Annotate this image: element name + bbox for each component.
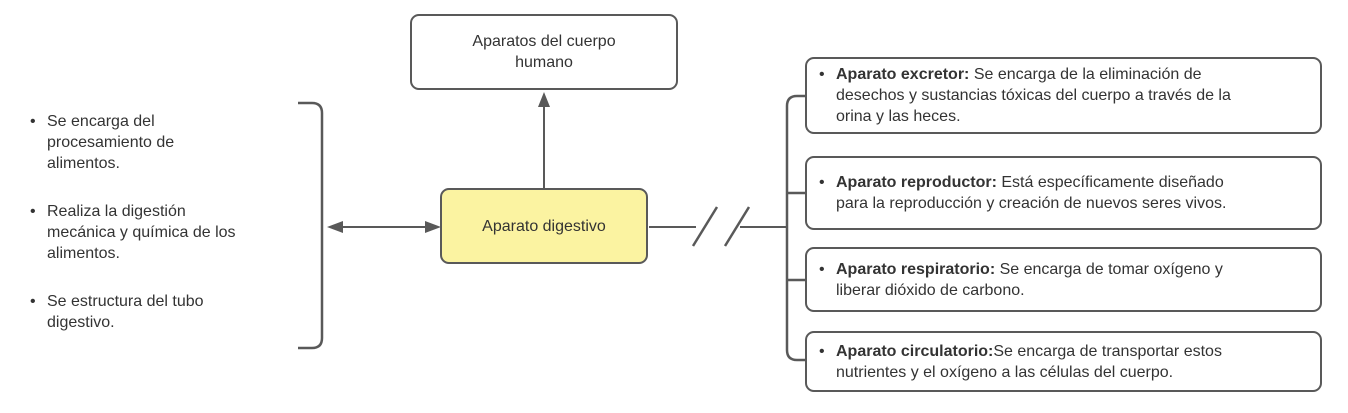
system-node-text: Aparato respiratorio: Se encarga de toma…: [836, 259, 1308, 301]
arrow-to-root: [538, 92, 550, 188]
system-node-title: Aparato excretor:: [836, 66, 970, 83]
note-text: Realiza la digestión mecánica y química …: [47, 203, 236, 262]
digestive-node-label: Aparato digestivo: [482, 217, 606, 235]
system-node-description: Se encarga de la eliminación de desechos…: [836, 66, 1231, 125]
system-node-excretor[interactable]: • Aparato excretor: Se encarga de la eli…: [805, 57, 1322, 134]
bullet-marker: •: [819, 260, 825, 278]
note-text: Se estructura del tubo digestivo.: [47, 293, 204, 331]
system-node-description: Se encarga de tomar oxígeno y liberar di…: [836, 260, 1223, 299]
system-node-text: Aparato reproductor: Está específicament…: [836, 172, 1308, 214]
double-arrow: [327, 221, 441, 233]
system-node-title: Aparato reproductor:: [836, 174, 997, 191]
system-node-text: Aparato circulatorio:Se encarga de trans…: [836, 341, 1308, 383]
right-bracket: [785, 94, 805, 362]
note-item: • Realiza la digestión mecánica y químic…: [30, 201, 310, 264]
digestive-node[interactable]: Aparato digestivo: [440, 188, 648, 264]
bullet-marker: •: [30, 293, 36, 310]
system-node-circulatorio[interactable]: • Aparato circulatorio:Se encarga de tra…: [805, 331, 1322, 392]
break-slash-2: [723, 206, 751, 247]
bullet-marker: •: [30, 203, 36, 220]
system-node-respiratorio[interactable]: • Aparato respiratorio: Se encarga de to…: [805, 247, 1322, 312]
bullet-marker: •: [819, 342, 825, 360]
system-node-title: Aparato circulatorio:: [836, 342, 994, 360]
bullet-marker: •: [819, 174, 825, 191]
system-node-text: Aparato excretor: Se encarga de la elimi…: [836, 64, 1308, 127]
left-notes: • Se encarga del procesamiento de alimen…: [30, 111, 310, 360]
note-item: • Se estructura del tubo digestivo.: [30, 291, 310, 333]
bullet-marker: •: [819, 66, 825, 83]
break-slash-1: [691, 206, 719, 247]
system-node-description: Se encarga de transportar estos nutrient…: [836, 342, 1222, 381]
root-node[interactable]: Aparatos del cuerpo humano: [410, 14, 678, 90]
system-node-reproductor[interactable]: • Aparato reproductor: Está específicame…: [805, 156, 1322, 230]
system-node-title: Aparato respiratorio:: [836, 260, 996, 278]
break-line: [649, 206, 787, 247]
note-item: • Se encarga del procesamiento de alimen…: [30, 111, 310, 174]
system-node-description: Está específicamente diseñado para la re…: [836, 174, 1227, 212]
note-text: Se encarga del procesamiento de alimento…: [47, 113, 175, 172]
root-node-label: Aparatos del cuerpo humano: [472, 33, 616, 71]
bullet-marker: •: [30, 113, 36, 130]
